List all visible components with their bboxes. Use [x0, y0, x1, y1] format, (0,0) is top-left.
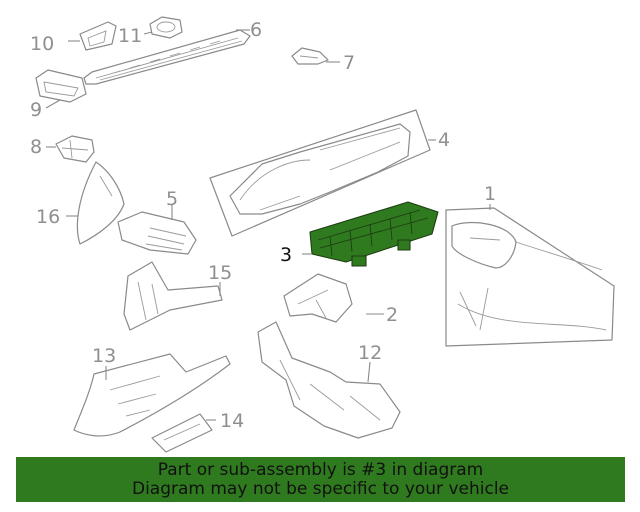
part-14-cover[interactable]: [151, 413, 213, 453]
leader-lines: [45, 29, 491, 421]
callout-7: 7: [343, 52, 355, 74]
part-4-reinforcement[interactable]: [209, 109, 431, 237]
callout-13: 13: [92, 345, 116, 367]
callout-6: 6: [250, 19, 262, 41]
part-7-clip[interactable]: [291, 47, 329, 65]
part-10-switch-bezel[interactable]: [79, 21, 117, 51]
callout-2: 2: [386, 304, 398, 326]
part-15-brace[interactable]: [123, 261, 223, 331]
callout-labels: 10 11 6 7 9 8 4 16 5 3 1 15 2 13 12 14: [30, 19, 496, 432]
part-11-sensor[interactable]: [149, 16, 183, 39]
banner-line-1: Part or sub-assembly is #3 in diagram: [157, 459, 484, 480]
callout-8: 8: [30, 136, 42, 158]
banner-line-2: Diagram may not be specific to your vehi…: [131, 478, 509, 499]
callout-5: 5: [166, 188, 178, 210]
callout-11: 11: [118, 25, 142, 47]
part-9-bezel[interactable]: [35, 69, 87, 103]
callout-1: 1: [484, 183, 496, 205]
part-6-vent-strip[interactable]: [83, 29, 251, 85]
part-5-outlet-duct[interactable]: [117, 211, 197, 255]
part-13-knee-bolster[interactable]: [73, 353, 231, 437]
callout-4: 4: [438, 129, 450, 151]
part-3-highlighted[interactable]: [309, 201, 439, 267]
callout-15: 15: [208, 262, 232, 284]
part-2-bracket[interactable]: [283, 273, 353, 323]
callout-16: 16: [36, 206, 60, 228]
callout-12: 12: [358, 342, 382, 364]
info-banner: Part or sub-assembly is #3 in diagram Di…: [16, 457, 625, 502]
part-16-side-panel[interactable]: [76, 161, 125, 245]
callout-9: 9: [30, 99, 42, 121]
callout-3: 3: [280, 244, 292, 266]
part-8-bracket[interactable]: [55, 135, 95, 163]
callout-14: 14: [220, 410, 244, 432]
part-12-console-bracket[interactable]: [257, 321, 401, 439]
callout-10: 10: [30, 33, 54, 55]
part-1-display[interactable]: [445, 207, 615, 347]
